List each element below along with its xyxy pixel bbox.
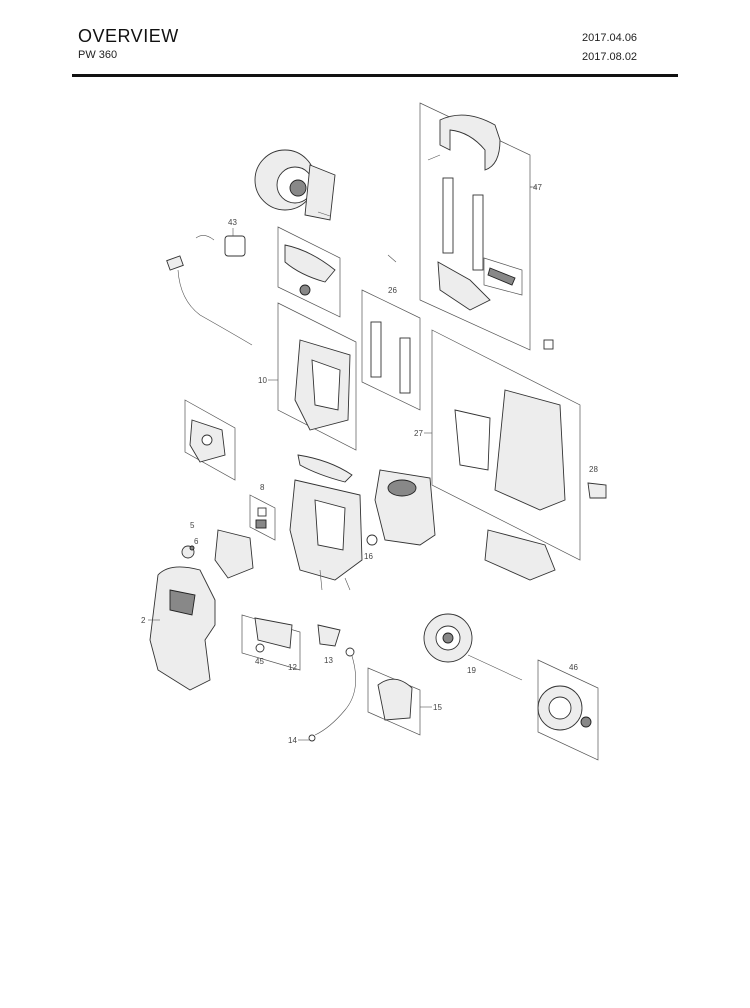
callout-5: 5 <box>190 521 195 530</box>
wheel-cover-group <box>367 667 421 736</box>
callout-45: 45 <box>255 657 264 666</box>
model-name: PW 360 <box>78 49 118 61</box>
front-panel-part <box>214 529 254 579</box>
date-revised: 2017.08.02 <box>582 51 638 63</box>
part-28 <box>587 482 607 499</box>
callout-10: 10 <box>258 376 267 385</box>
base-tray-part <box>484 529 556 581</box>
hose-part <box>308 647 357 742</box>
callout-16: 16 <box>364 552 373 561</box>
callout-6: 6 <box>194 537 199 546</box>
pump-housing-part <box>289 479 363 591</box>
callout-2: 2 <box>141 616 146 625</box>
left-wheel-part <box>423 613 523 681</box>
power-cord-part <box>166 255 253 346</box>
side-panel-group <box>184 399 236 481</box>
small-parts-group-8 <box>249 494 276 541</box>
callout-47: 47 <box>533 183 542 192</box>
header-divider <box>72 74 678 77</box>
capacitor-part <box>195 228 246 257</box>
callout-12: 12 <box>288 663 297 672</box>
handle-assembly-group <box>419 102 554 351</box>
upper-cover-group <box>277 226 341 318</box>
callout-43: 43 <box>228 218 237 227</box>
hose-reel-part <box>254 149 336 221</box>
date-created: 2017.04.06 <box>582 32 638 44</box>
callout-27: 27 <box>414 429 423 438</box>
front-shell-part <box>149 566 216 691</box>
tube-pair-group <box>361 289 421 411</box>
callout-13: 13 <box>324 656 333 665</box>
filter-housing-group <box>241 614 301 671</box>
part-13 <box>317 624 341 647</box>
lower-housing-group <box>431 329 581 561</box>
right-wheel-group <box>537 659 599 761</box>
callout-26: 26 <box>388 286 397 295</box>
callout-28: 28 <box>589 465 598 474</box>
knob-part <box>181 545 195 559</box>
cover-strip-part <box>297 454 353 483</box>
callout-19: 19 <box>467 666 476 675</box>
motor-part <box>366 469 436 546</box>
page-title: OVERVIEW <box>78 26 179 46</box>
callout-15: 15 <box>433 703 442 712</box>
callout-46: 46 <box>569 663 578 672</box>
callout-8: 8 <box>260 483 265 492</box>
callout-14: 14 <box>288 736 297 745</box>
upper-housing-group <box>277 302 357 451</box>
